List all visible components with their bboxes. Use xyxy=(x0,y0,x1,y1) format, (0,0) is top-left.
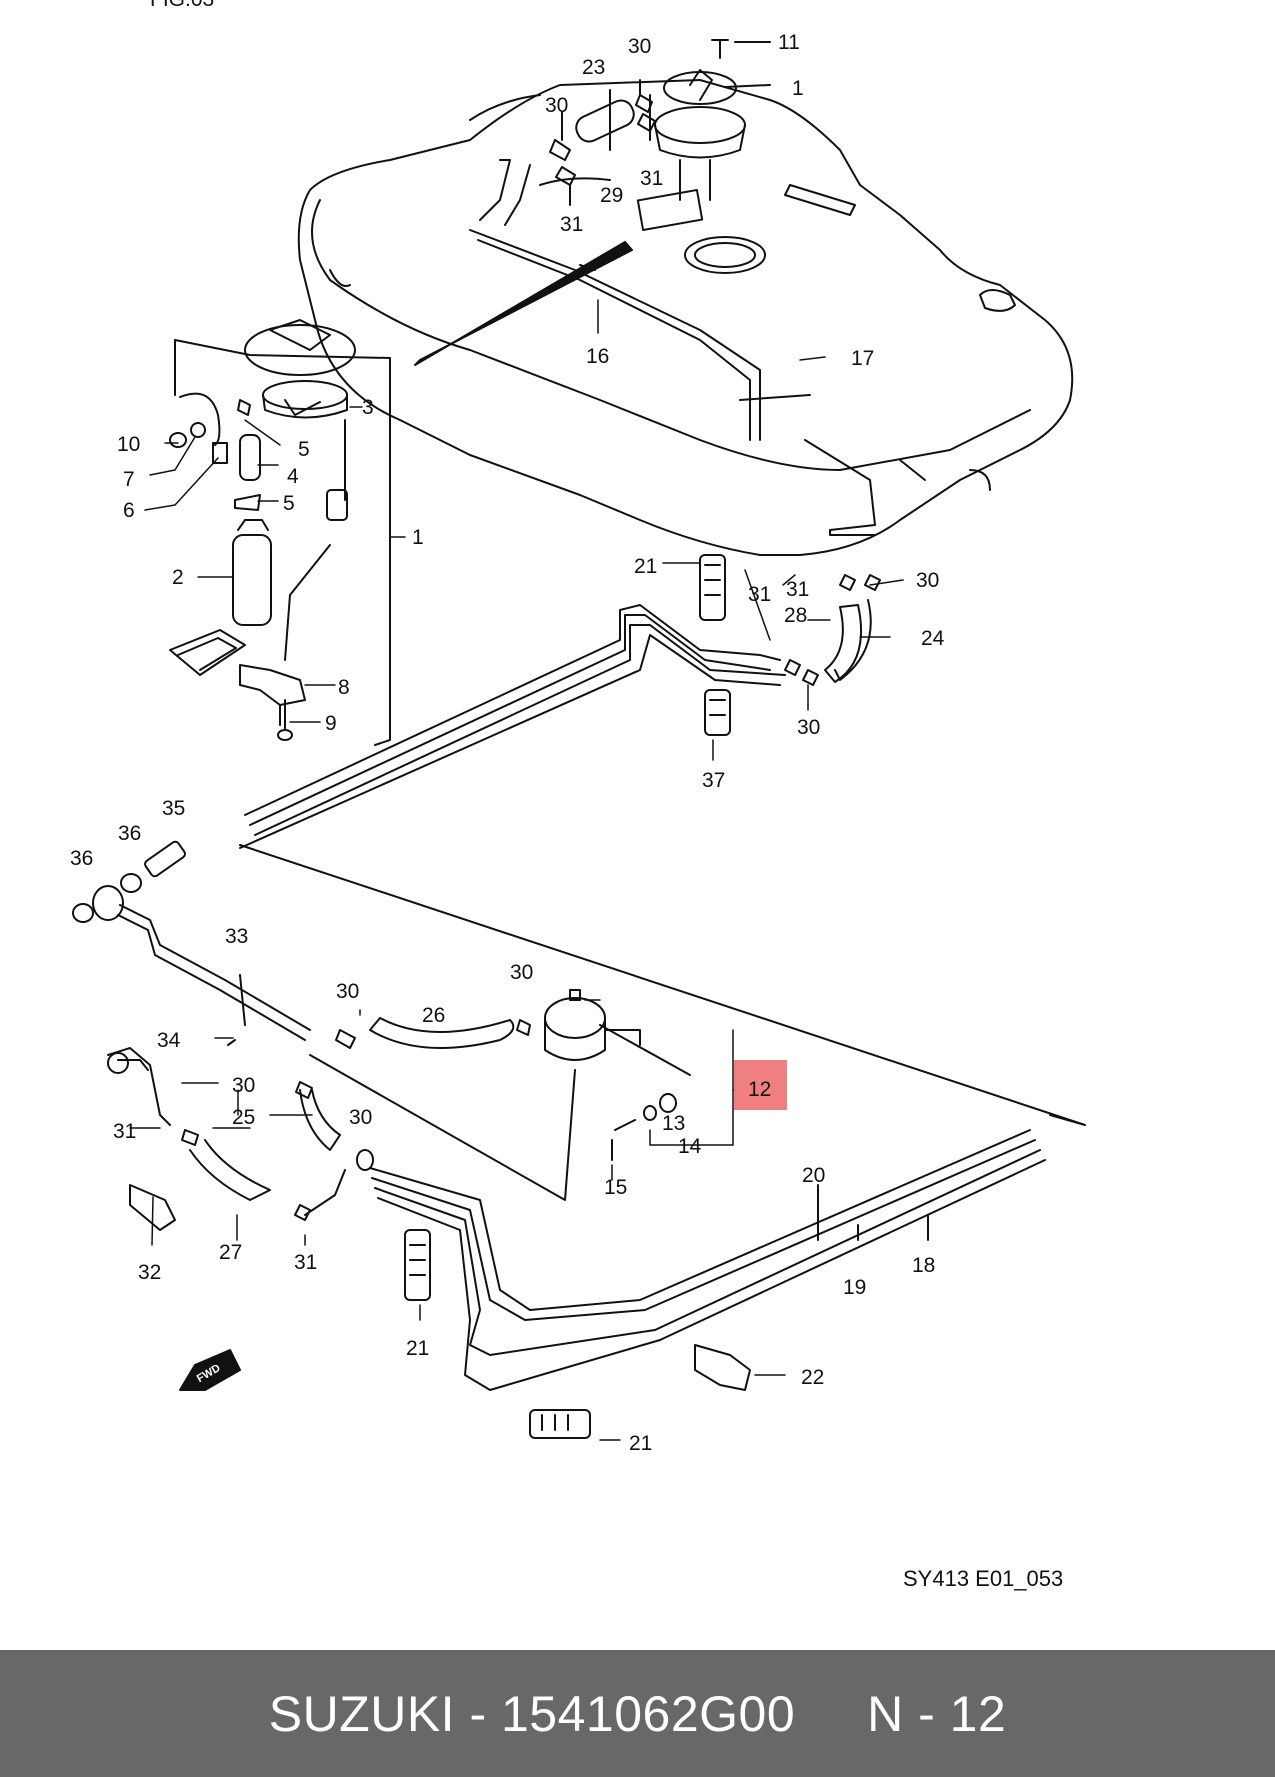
callout-30: 30 xyxy=(232,1074,255,1097)
callout-3: 3 xyxy=(362,396,374,419)
callout-37: 37 xyxy=(702,769,725,792)
callout-31: 31 xyxy=(640,167,663,190)
callout-31: 31 xyxy=(113,1120,136,1143)
callout-leaders xyxy=(129,299,904,1441)
callout-24: 24 xyxy=(921,627,945,650)
header-fragment: FIG.03 xyxy=(150,0,214,11)
callout-36: 36 xyxy=(118,822,141,845)
callout-6: 6 xyxy=(123,499,135,522)
callout-34: 34 xyxy=(157,1029,181,1052)
callout-30: 30 xyxy=(349,1106,372,1129)
callout-30: 30 xyxy=(545,94,568,117)
parts-diagram: 11 1 30 23 30 31 29 31 16 17 3 10 5 7 4 … xyxy=(70,0,1086,1591)
callout-30: 30 xyxy=(916,569,939,592)
callout-23: 23 xyxy=(582,56,605,79)
callout-14: 14 xyxy=(678,1135,702,1158)
footer-part-number: SUZUKI - 1541062G00 N - 12 xyxy=(268,1685,1007,1742)
callout-29: 29 xyxy=(600,184,623,207)
fuel-tank xyxy=(297,79,1074,556)
callout-30: 30 xyxy=(336,980,359,1003)
callout-31: 31 xyxy=(786,578,809,601)
callout-28: 28 xyxy=(784,604,807,627)
callout-4: 4 xyxy=(287,465,299,488)
callout-15: 15 xyxy=(604,1176,627,1199)
callout-9: 9 xyxy=(325,712,337,735)
fuel-pump-exploded xyxy=(169,319,391,746)
callout-13: 13 xyxy=(662,1112,685,1135)
leader-arrow xyxy=(414,241,633,366)
callout-21: 21 xyxy=(629,1432,652,1455)
callout-7: 7 xyxy=(123,468,135,491)
callout-31: 31 xyxy=(560,213,583,236)
fuel-lines-middle xyxy=(239,554,881,849)
callout-25: 25 xyxy=(232,1106,255,1129)
callout-1: 1 xyxy=(792,77,804,100)
filler-neck-parts xyxy=(72,840,691,1391)
callout-5: 5 xyxy=(298,438,310,461)
callout-17: 17 xyxy=(851,347,874,370)
fuel-pump-assembly-top xyxy=(549,39,771,231)
callout-22: 22 xyxy=(801,1366,824,1389)
callout-19: 19 xyxy=(843,1276,866,1299)
fuel-system-exploded-view: 11 1 30 23 30 31 29 31 16 17 3 10 5 7 4 … xyxy=(70,0,1086,1591)
callout-35: 35 xyxy=(162,797,185,820)
callout-26: 26 xyxy=(422,1004,445,1027)
callout-33: 33 xyxy=(225,925,248,948)
callout-30: 30 xyxy=(797,716,820,739)
callout-31: 31 xyxy=(748,583,771,606)
callout-5: 5 xyxy=(283,492,295,515)
callout-31: 31 xyxy=(294,1251,317,1274)
callout-8: 8 xyxy=(338,676,350,699)
highlight-box xyxy=(734,1060,787,1110)
guide-line xyxy=(239,844,1086,1126)
callout-1: 1 xyxy=(412,526,424,549)
callout-20: 20 xyxy=(802,1164,825,1187)
callout-21: 21 xyxy=(634,555,657,578)
callout-30: 30 xyxy=(628,35,651,58)
callout-32: 32 xyxy=(138,1261,161,1284)
callout-36: 36 xyxy=(70,847,93,870)
callout-30: 30 xyxy=(510,961,533,984)
callout-11: 11 xyxy=(778,31,800,54)
callout-2: 2 xyxy=(172,566,184,589)
fuel-lines-lower xyxy=(369,1129,1046,1439)
callout-10: 10 xyxy=(117,433,140,456)
callout-12: 12 xyxy=(748,1078,771,1101)
drawing-code: SY413 E01_053 xyxy=(903,1566,1063,1591)
callout-16: 16 xyxy=(586,345,609,368)
footer-bar: SUZUKI - 1541062G00 N - 12 xyxy=(0,1650,1275,1777)
callout-labels: 11 1 30 23 30 31 29 31 16 17 3 10 5 7 4 … xyxy=(70,0,1063,1591)
callout-27: 27 xyxy=(219,1241,242,1264)
callout-21: 21 xyxy=(406,1337,429,1360)
callout-18: 18 xyxy=(912,1254,935,1277)
